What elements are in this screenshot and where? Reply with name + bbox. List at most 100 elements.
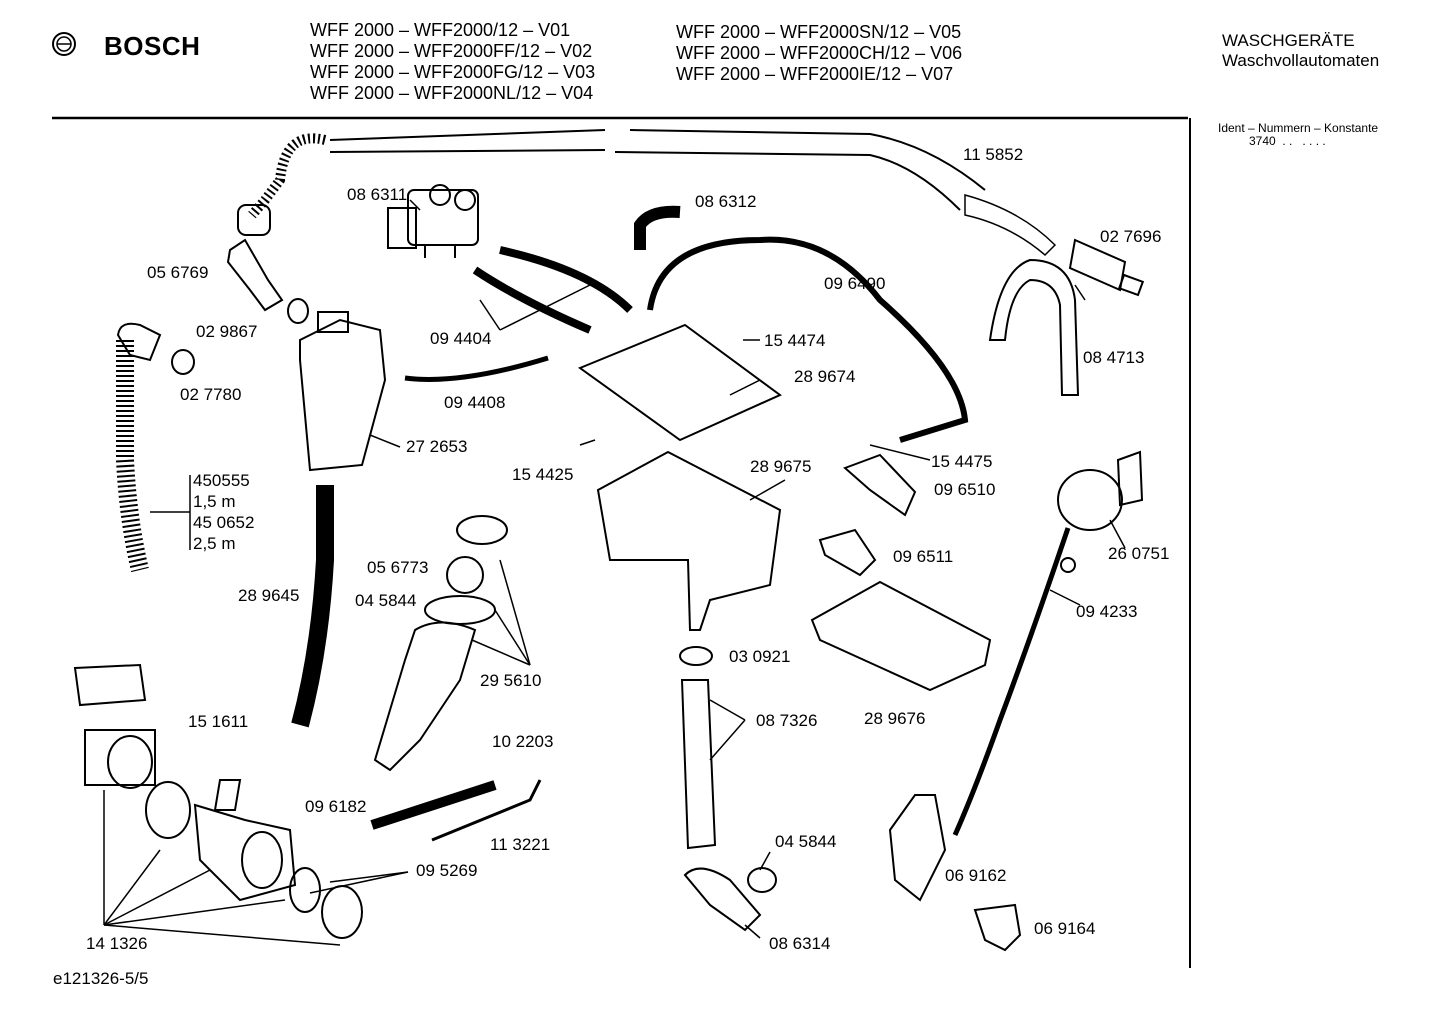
pressure-switch-26-0751 <box>1058 470 1122 530</box>
ring-02-9867 <box>288 299 308 323</box>
part-label: 15 4425 <box>512 465 574 484</box>
drawing-code: e121326-5/5 <box>53 969 149 988</box>
part-label: 05 6773 <box>367 558 429 577</box>
ring-02-7780 <box>172 350 194 374</box>
ident-value: 3740 . . . . . . <box>1249 134 1326 148</box>
part-label: 08 4713 <box>1083 348 1145 367</box>
model-line: WFF 2000 – WFF2000/12 – V01 <box>310 20 571 40</box>
frame-28-9674 <box>580 325 780 440</box>
part-label: 26 0751 <box>1108 544 1170 563</box>
ident-title: Ident – Nummern – Konstante <box>1218 121 1379 135</box>
part-label: 08 6312 <box>695 192 757 211</box>
hose-09-6182 <box>372 785 495 825</box>
bosch-logo-icon <box>53 33 75 55</box>
part-label: 15 4475 <box>931 452 993 471</box>
brand-logo: BOSCH <box>104 31 201 61</box>
ring-03-0921 <box>680 647 712 665</box>
drawer-28-9676 <box>812 582 990 690</box>
hose-09-4233 <box>955 528 1068 835</box>
part-label: 15 4474 <box>764 331 826 350</box>
part-label: 09 6490 <box>824 274 886 293</box>
ball-05-6773 <box>447 557 483 593</box>
part-label: 28 9676 <box>864 709 926 728</box>
model-line: WFF 2000 – WFF2000CH/12 – V06 <box>676 43 963 63</box>
bracket-26-0751 <box>1118 452 1142 505</box>
part-label: 29 5610 <box>480 671 542 690</box>
part-label: 450555 <box>193 471 250 490</box>
category-subtitle: Waschvollautomaten <box>1222 51 1380 70</box>
part-label: 28 9675 <box>750 457 812 476</box>
part-label: 02 9867 <box>196 322 258 341</box>
valve-08-6311 <box>388 185 478 258</box>
part-label: 45 0652 <box>193 513 255 532</box>
pump-14-1326 <box>75 665 362 938</box>
part-label: 04 5844 <box>355 591 417 610</box>
model-line: WFF 2000 – WFF2000NL/12 – V04 <box>310 83 594 103</box>
part-label: 28 9674 <box>794 367 856 386</box>
hose-elbow <box>238 205 270 235</box>
part-label: 02 7780 <box>180 385 242 404</box>
part-label: 10 2203 <box>492 732 554 751</box>
part-label: 15 1611 <box>188 712 249 731</box>
bellows <box>375 623 475 771</box>
hose-09-4404a <box>475 270 590 330</box>
bracket-06-9162 <box>890 795 945 900</box>
part-label: 28 9645 <box>238 586 300 605</box>
hose-09-4404b <box>500 250 630 310</box>
model-line: WFF 2000 – WFF2000IE/12 – V07 <box>676 64 954 84</box>
ring-09-4233 <box>1061 558 1075 572</box>
model-list-left: WFF 2000 – WFF2000/12 – V01 WFF 2000 – W… <box>310 20 595 104</box>
hose-length: 2,5 m <box>193 534 236 553</box>
part-label: 08 6314 <box>769 934 831 953</box>
part-label: 06 9164 <box>1034 919 1096 938</box>
tube-28-9645 <box>300 485 325 725</box>
switch-09-6510 <box>845 455 915 515</box>
hose-11-5852 <box>330 130 1055 255</box>
part-label: 09 6182 <box>305 797 367 816</box>
part-label: 05 6769 <box>147 263 209 282</box>
part-label: 09 5269 <box>416 861 478 880</box>
category: WASCHGERÄTE Waschvollautomaten <box>1222 31 1379 71</box>
model-line: WFF 2000 – WFF2000FG/12 – V03 <box>310 62 596 82</box>
hose-08-6312 <box>640 212 680 250</box>
part-label: 09 4408 <box>444 393 506 412</box>
part-label: 27 2653 <box>406 437 468 456</box>
rod-11-3221 <box>432 780 540 840</box>
part-label: 09 6510 <box>934 480 996 499</box>
part-label: 09 4404 <box>430 329 492 348</box>
part-label: 03 0921 <box>729 647 791 666</box>
part-label: 08 6311 <box>347 185 408 204</box>
model-line: WFF 2000 – WFF2000FF/12 – V02 <box>310 41 593 61</box>
pipe-08-7326 <box>682 680 715 848</box>
model-line: WFF 2000 – WFF2000SN/12 – V05 <box>676 22 962 42</box>
part-label: 11 3221 <box>490 835 551 854</box>
drain-hose-spec: 450555 1,5 m 45 0652 2,5 m <box>193 470 254 554</box>
part-label: 09 4233 <box>1076 602 1138 621</box>
elbow-05-6769 <box>228 240 282 310</box>
part-label: 06 9162 <box>945 866 1007 885</box>
seal-29-5610 <box>457 516 507 544</box>
hose-09-6490 <box>650 240 965 440</box>
hose-09-4408 <box>405 358 548 379</box>
container-27-2653 <box>300 320 385 470</box>
hose-length: 1,5 m <box>193 492 236 511</box>
bracket-08-4713 <box>990 260 1078 395</box>
hose-08-6314 <box>685 869 760 930</box>
drain-hose-45-0555 <box>118 324 160 570</box>
category-title: WASCHGERÄTE <box>1222 31 1355 50</box>
housing-28-9675 <box>598 452 780 630</box>
clamp-04-5844 <box>425 596 495 624</box>
model-list-right: WFF 2000 – WFF2000SN/12 – V05 WFF 2000 –… <box>676 22 962 85</box>
part-label: 02 7696 <box>1100 227 1162 246</box>
cap-06-9164 <box>975 905 1020 950</box>
corrugated-hose <box>252 138 325 215</box>
leader-lines <box>104 200 1125 945</box>
part-label: 09 6511 <box>893 547 954 566</box>
plug-02-7696 <box>1070 240 1143 295</box>
part-label: 04 5844 <box>775 832 837 851</box>
part-label: 11 5852 <box>963 145 1024 164</box>
switch-09-6511 <box>820 530 875 575</box>
part-label: 14 1326 <box>86 934 148 953</box>
part-label: 08 7326 <box>756 711 818 730</box>
